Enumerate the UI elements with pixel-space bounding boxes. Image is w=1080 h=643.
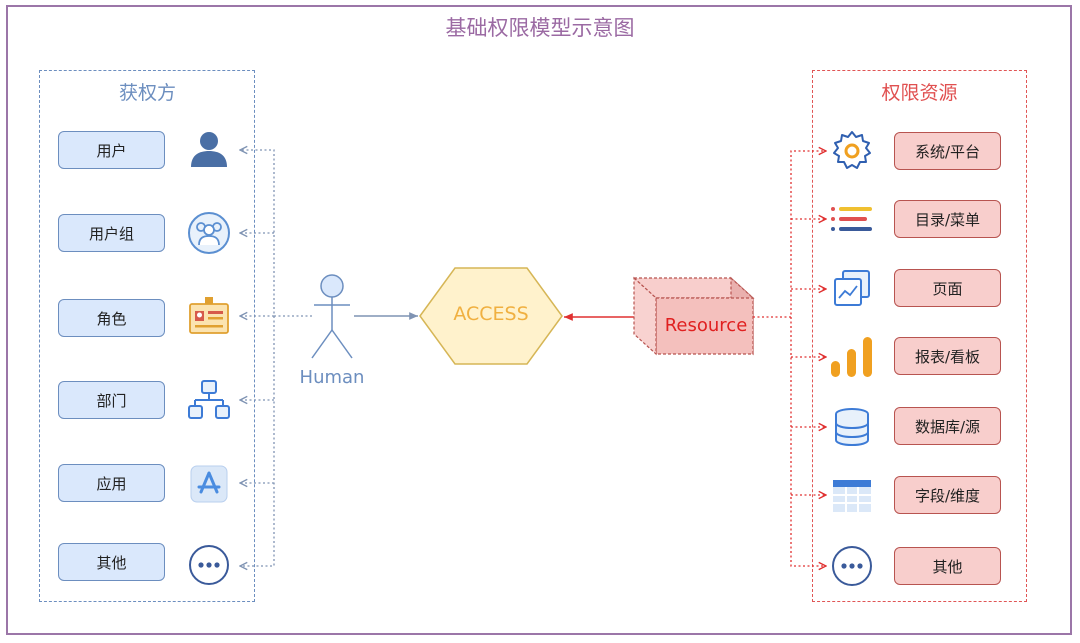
bar-chart-icon xyxy=(830,335,874,379)
resources-group xyxy=(812,70,1027,602)
subject-connectors xyxy=(240,150,312,566)
gear-icon xyxy=(830,129,874,173)
resource-box-directory-menu: 目录/菜单 xyxy=(894,200,1001,238)
resource-cube xyxy=(632,276,755,356)
menu-list-icon xyxy=(830,197,874,241)
pages-icon xyxy=(830,267,874,311)
resource-box-report-dashboard: 报表/看板 xyxy=(894,337,1001,375)
app-store-icon xyxy=(187,462,231,506)
diagram-frame xyxy=(6,5,1072,635)
more-icon xyxy=(830,544,874,588)
subject-box-user: 用户 xyxy=(58,131,165,169)
id-badge-icon xyxy=(187,295,231,339)
subjects-group-title: 获权方 xyxy=(118,82,176,104)
subject-box-other: 其他 xyxy=(58,543,165,581)
subject-box-application: 应用 xyxy=(58,464,165,502)
resource-box-system-platform: 系统/平台 xyxy=(894,132,1001,170)
user-icon xyxy=(187,127,231,171)
resources-group-title: 权限资源 xyxy=(881,82,958,104)
resource-box-page: 页面 xyxy=(894,269,1001,307)
resource-box-other: 其他 xyxy=(894,547,1001,585)
diagram-title: 基础权限模型示意图 xyxy=(445,16,635,40)
access-label: ACCESS xyxy=(453,303,529,325)
org-chart-icon xyxy=(187,378,231,422)
human-label: Human xyxy=(299,367,365,388)
subjects-group xyxy=(39,70,255,602)
resource-box-database-source: 数据库/源 xyxy=(894,407,1001,445)
user-group-icon xyxy=(187,211,231,255)
more-icon xyxy=(187,543,231,587)
table-icon xyxy=(830,474,874,518)
subject-box-department: 部门 xyxy=(58,381,165,419)
subject-box-role: 角色 xyxy=(58,299,165,337)
database-icon xyxy=(830,405,874,449)
human-figure xyxy=(311,274,353,359)
resource-label: Resource xyxy=(664,315,748,336)
resource-box-field-dimension: 字段/维度 xyxy=(894,476,1001,514)
resource-connectors xyxy=(753,151,826,566)
access-hexagon xyxy=(419,267,563,365)
subject-box-user-group: 用户组 xyxy=(58,214,165,252)
